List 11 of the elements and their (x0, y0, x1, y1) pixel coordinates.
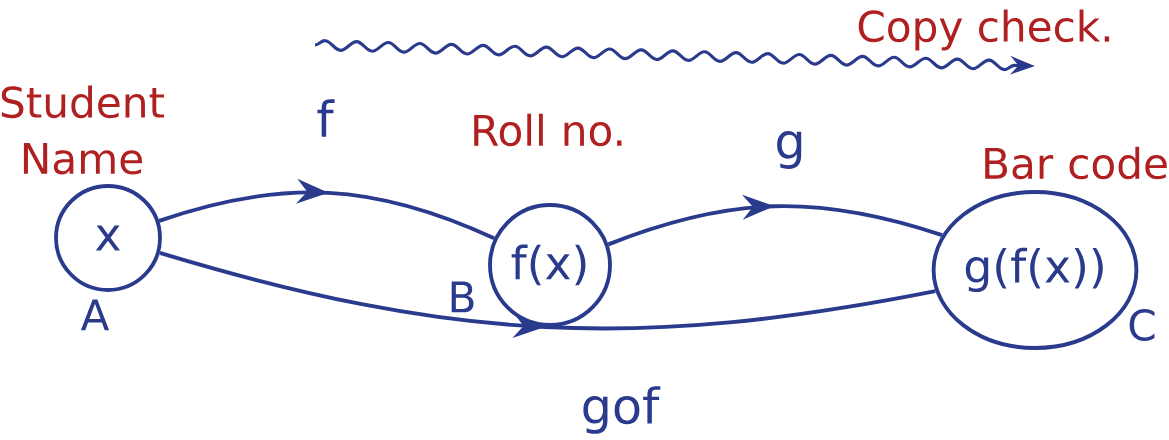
edge-label: g (777, 131, 802, 169)
node-caption: Bar code (985, 146, 1167, 180)
arrow (607, 194, 943, 247)
arrow (158, 178, 495, 241)
node-caption: B (451, 281, 474, 313)
node-caption: A (80, 299, 110, 331)
note-text: Copy check. (858, 9, 1110, 51)
node-caption: Roll no. (474, 113, 622, 147)
node-caption: Student Name (1, 85, 165, 175)
edge-label: gof (583, 386, 661, 434)
edge-label: f (317, 99, 335, 137)
